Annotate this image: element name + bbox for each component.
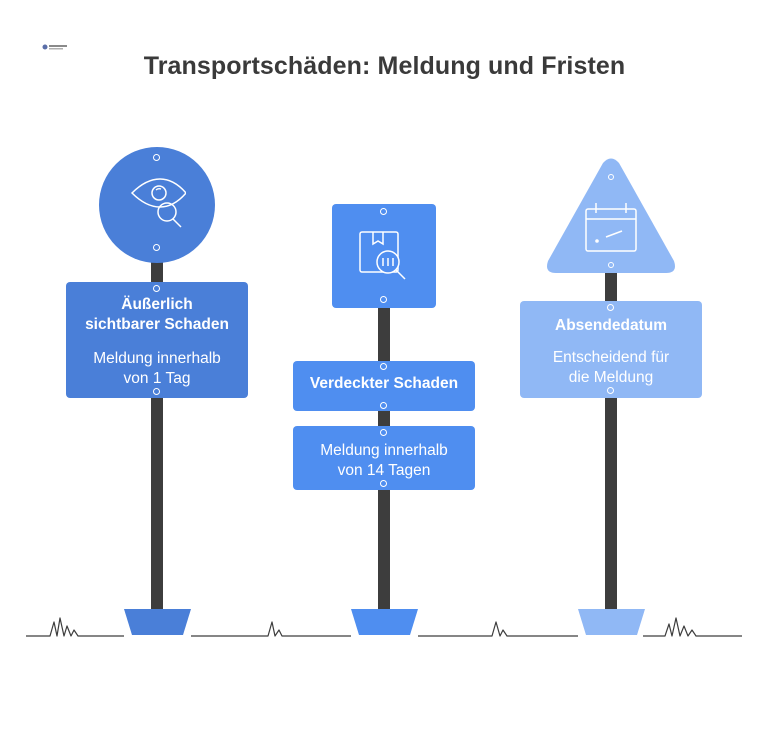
sign-text: Meldung innerhalb <box>320 442 448 459</box>
sign-base-right <box>578 609 645 635</box>
sign-text: Meldung innerhalb <box>93 350 221 367</box>
sign-heading: sichtbarer Schaden <box>85 316 229 333</box>
sign-base-middle <box>351 609 418 635</box>
sign-text: Entscheidend für <box>552 349 670 366</box>
sign-text: von 14 Tagen <box>337 462 431 479</box>
calendar-icon <box>585 203 637 252</box>
sign-heading: Äußerlich <box>121 296 193 313</box>
sign-text: die Meldung <box>568 369 654 386</box>
sign-hidden-damage: Verdeckter Schaden <box>293 361 475 411</box>
package-search-icon <box>359 231 406 280</box>
package-sign <box>332 204 436 308</box>
eye-sign-circle <box>99 147 215 263</box>
brand-logo <box>42 44 67 50</box>
page-title: Transportschäden: Meldung und Fristen <box>143 52 626 80</box>
calendar-sign-triangle <box>547 158 675 273</box>
sign-heading: Absendedatum <box>555 317 667 334</box>
sign-hidden-damage-deadline: Meldung innerhalb von 14 Tagen <box>293 426 475 490</box>
eye-magnifier-icon <box>130 178 186 228</box>
sign-base-left <box>124 609 191 635</box>
sign-text: von 1 Tag <box>123 370 191 387</box>
sign-dispatch-date: Absendedatum Entscheidend für die Meldun… <box>520 301 702 398</box>
ground-line <box>26 617 742 637</box>
sign-visible-damage: Äußerlich sichtbarer Schaden Meldung inn… <box>66 282 248 398</box>
sign-heading: Verdeckter Schaden <box>309 375 459 392</box>
